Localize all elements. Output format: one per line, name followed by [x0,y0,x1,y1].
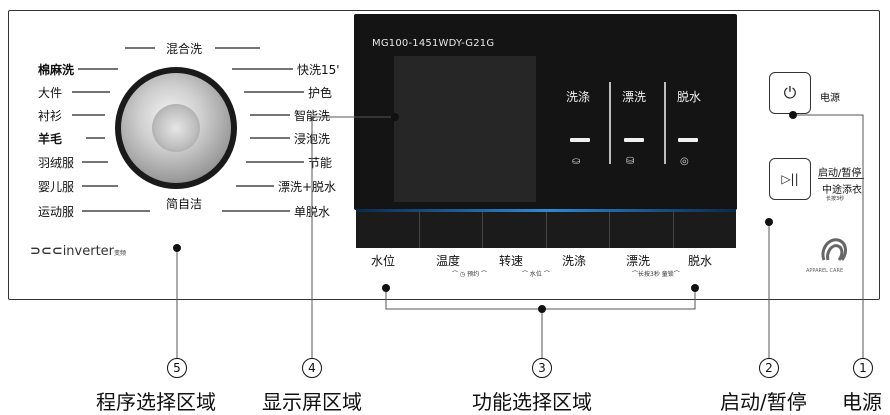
woolmark-icon [821,238,847,261]
temperature-button[interactable] [420,212,483,248]
program-quick[interactable]: 快洗15' [297,63,340,77]
spin-indicator [678,138,698,142]
spin-speed-button[interactable] [483,212,547,248]
program-area-label: 程序选择区域 [96,390,216,414]
temperature-label: 温度 [436,254,461,268]
program-color[interactable]: 护色 [308,86,333,100]
program-self-clean[interactable]: 简自洁 [166,197,203,211]
program-wool[interactable]: 羊毛 [38,132,63,146]
callout-dot-5 [173,244,181,252]
callout-dot-2 [765,218,773,226]
callout-number-5: 5 [167,358,187,378]
rinse-icon: ⛁ [626,156,635,167]
rinse-label: 漂洗 [626,254,651,268]
display-panel: MG100-1451WDY-G21G 洗涤 漂洗 脱水 ⛀ ⛁ ◎ [354,14,737,210]
program-shirt[interactable]: 衬衫 [38,109,63,123]
program-baby[interactable]: 婴儿服 [38,180,75,194]
callout-number-3: 3 [532,358,552,378]
callout-number-2: 2 [759,358,779,378]
spin-label: 脱水 [688,254,713,268]
program-bulky[interactable]: 大件 [38,86,63,100]
program-knob[interactable] [115,67,237,189]
light-strip [356,209,736,212]
callout-number-4: 4 [302,358,322,378]
water-sub-label: ⌒ 水位 ⌒ [522,271,550,278]
spin-icon: ◎ [680,156,689,167]
program-eco[interactable]: 节能 [308,156,333,170]
program-cotton[interactable]: 棉麻洗 [38,63,75,77]
separator [609,82,611,164]
add-clothes-hint: 长按3秒 [826,196,845,202]
power-button[interactable]: ⏻ [769,72,811,114]
model-number: MG100-1451WDY-G21G [372,38,495,49]
callout-dot-4 [391,113,399,121]
inverter-logo: ⊃⊂⊂inverter变频 [30,244,127,259]
power-icon: ⏻ [783,83,797,102]
water-level-label: 水位 [371,254,396,268]
spin-indicator-label: 脱水 [677,90,702,104]
apparel-care-text: APPAREL CARE [806,268,844,274]
program-mix[interactable]: 混合洗 [166,42,203,56]
callout-number-1: 1 [853,358,873,378]
display-area-label: 显示屏区域 [262,390,362,414]
wash-indicator [570,138,590,142]
rinse-indicator-label: 漂洗 [622,90,647,104]
program-smart[interactable]: 智能洗 [294,109,331,123]
power-area-label: 电源 [842,390,882,414]
wash-label: 洗涤 [562,254,587,268]
start-pause-area-label: 启动/暂停 [720,390,807,414]
power-label: 电源 [820,93,840,104]
water-level-button[interactable] [356,212,420,248]
callout-dot-3b [691,284,699,292]
program-rinse-spin[interactable]: 漂洗+脱水 [278,180,337,194]
divider [818,178,864,179]
callout-dot-1 [789,111,797,119]
function-area-label: 功能选择区域 [472,390,592,414]
spin-speed-label: 转速 [499,254,524,268]
delay-sub-label: ⌒ ◷ 预约 ⌒ [452,271,487,278]
rinse-indicator [624,138,644,142]
callout-dot-3c [538,305,546,313]
wash-button[interactable] [547,212,610,248]
wash-indicator-label: 洗涤 [566,90,591,104]
lcd-screen [394,56,536,202]
play-pause-icon: ▷|| [781,172,799,186]
separator [664,82,666,164]
add-clothes-label: 中途添衣 [822,185,862,196]
function-button-bar [356,212,736,248]
rinse-button[interactable] [610,212,674,248]
callout-dot-3a [382,284,390,292]
wash-icon: ⛀ [572,156,581,167]
start-pause-button[interactable]: ▷|| [769,158,811,200]
program-down[interactable]: 羽绒服 [38,156,75,170]
child-lock-sub-label: ⌒长按3秒 童锁⌒ [632,271,680,278]
start-pause-label: 启动/暂停 [818,168,862,179]
program-sport[interactable]: 运动服 [38,205,75,219]
